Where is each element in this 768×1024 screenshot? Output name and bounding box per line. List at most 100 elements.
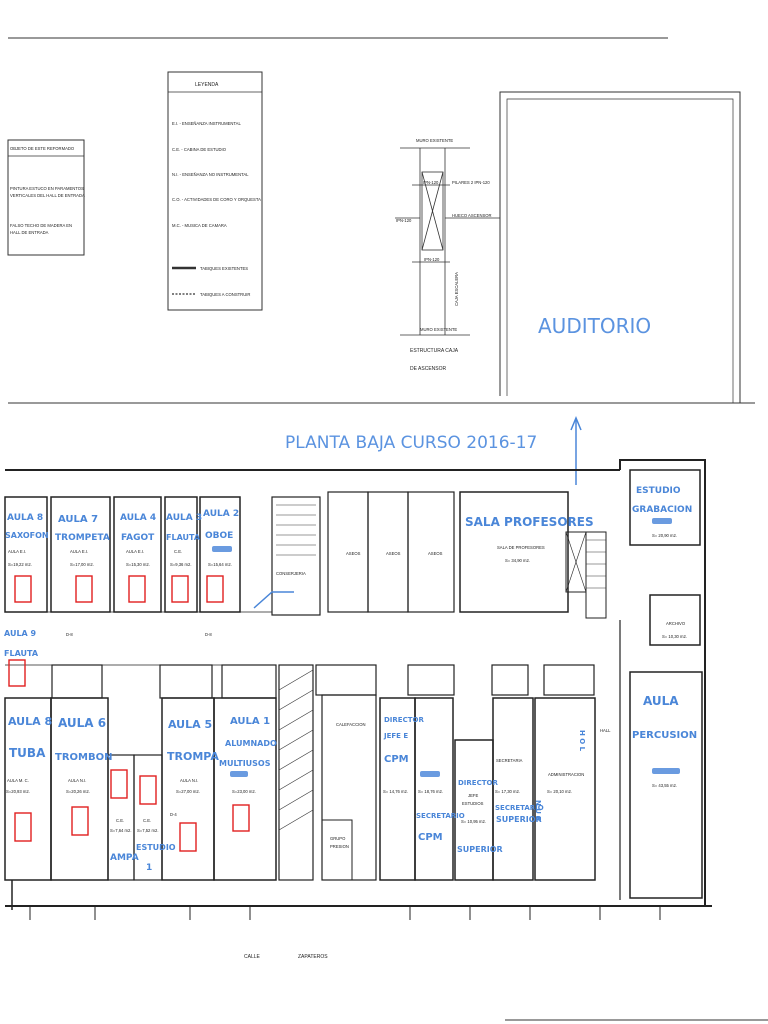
room-area: S=17,00 m2. (70, 562, 94, 567)
room-name: AULA 8 (7, 513, 43, 523)
jefe-label: ESTUDIOS (462, 801, 484, 806)
room-name: OBOE (205, 531, 233, 541)
marker-square (232, 804, 250, 832)
director-handwritten: DIRECTOR (384, 716, 424, 724)
room-name: SAXOFON (5, 531, 49, 540)
project-note-line: HALL DE ENTRADA (10, 230, 49, 235)
archivo-label: ARCHIVO (666, 621, 686, 626)
stair-steps (276, 504, 606, 589)
door-label: D-8 (205, 632, 212, 637)
printed-labels: AULA E.I. S=19,22 m2. AULA E.I. S=17,00 … (6, 533, 687, 960)
aula-percusion: AULA (643, 694, 679, 708)
marker-square (206, 575, 224, 603)
elevator-caption: DE ASCENSOR (410, 366, 447, 372)
secretario-handwritten: CPM (418, 832, 443, 843)
secretario-superior: SUPERIOR (496, 815, 542, 824)
room-area: S=27,00 m2. (176, 789, 200, 794)
room-area: S=20,26 m2. (66, 789, 90, 794)
marker-square (128, 575, 146, 603)
grupo-label: GRUPO (330, 836, 346, 841)
elevator-wall-top: MURO EXISTENTE (416, 138, 453, 143)
aula-percusion: PERCUSION (632, 730, 697, 741)
ce-area: S=7,64 m2. (110, 828, 132, 833)
aseos-label: ASEOS (428, 551, 443, 556)
room-name: TROMBON (55, 752, 112, 763)
admin-area: S= 20,10 m2. (547, 789, 572, 794)
conserjeria-label: CONSERJERIA (276, 571, 306, 576)
room-name: AULA 1 (230, 716, 270, 727)
aseos-label: ASEOS (386, 551, 401, 556)
room-name: TROMPETA (55, 533, 110, 543)
secretaria-label: SECRETARIA (496, 758, 523, 763)
marker-square (179, 822, 197, 852)
estudio-small: ESTUDIO (136, 843, 176, 852)
building-walls (4, 459, 712, 920)
handwritten-labels: AULA 8 SAXOFON AULA 7 TROMPETA AULA 4 FA… (4, 486, 697, 873)
legend-wall-new: TABIQUES A CONSTRUIR (200, 292, 250, 297)
elevator-stair-label: CAJA ESCALERA (454, 272, 459, 306)
elevator-caption: ESTRUCTURA CAJA (410, 348, 459, 354)
room-area: S=9,36 m2. (170, 562, 192, 567)
percusion-area: S= 43,55 m2. (652, 783, 677, 788)
grupo-label: PRESION (330, 844, 349, 849)
marker-square (110, 769, 128, 799)
marker-square (71, 806, 89, 836)
street-label: CALLE (244, 954, 261, 960)
page-frame (8, 37, 755, 404)
mid-area: S= 18,76 m2. (418, 789, 443, 794)
entrance-hatch (278, 669, 314, 831)
project-note-line: VERTICALES DEL HALL DE ENTRADA (10, 193, 85, 198)
room-name: AULA 7 (58, 514, 98, 525)
legend-title: LEYENDA (195, 82, 219, 88)
project-note: OBJETO DE ESTE REFORMADO PINTURA ESTUCO … (7, 139, 85, 256)
legend-item: C.O. - ACTIVIDADES DE CORO Y ORQUESTA (172, 197, 261, 202)
director-handwritten: JEFE E (383, 732, 408, 740)
administracion-label: ADMINISTRACION (548, 772, 584, 777)
sala-profesores-printed: SALA DE PROFESORES (497, 545, 545, 550)
project-note-line: PINTURA ESTUCO EN PARAMENTOS (10, 186, 84, 191)
project-note-title: OBJETO DE ESTE REFORMADO (10, 146, 75, 151)
marker-square (139, 775, 157, 805)
legend: LEYENDA E.I. - ENSEÑANZA INSTRUMENTAL C.… (167, 71, 263, 311)
room-type: AULA N.I. (180, 778, 198, 783)
marker-square (75, 575, 93, 603)
secretario-handwritten: SECRETARIO (416, 812, 465, 820)
auditorio-label: AUDITORIO (538, 314, 651, 338)
project-note-line: FALSO TECHO DE MADERA EN (10, 223, 72, 228)
room-name: AULA 4 (120, 513, 156, 523)
room-type: AULA N.I. (68, 778, 86, 783)
street-name: ZAPATEROS (298, 954, 328, 960)
room-type: AULA E.I. (70, 549, 88, 554)
sala-profesores-handwritten: SALA PROFESORES (465, 515, 594, 529)
handwritten-arrow (253, 591, 294, 609)
door-label: D-8 (66, 632, 73, 637)
secretario-superior: SECRETARIO (495, 804, 544, 812)
ampa-label: AMPA (110, 853, 139, 863)
legend-wall-existing: TABIQUES EXISTENTES (200, 266, 248, 271)
arrow-up-icon (570, 416, 582, 485)
room-area: S=15,64 m2. (208, 562, 232, 567)
room-area: S=15,30 m2. (126, 562, 150, 567)
marker-square (14, 575, 32, 603)
room-name: FLAUTA (166, 533, 201, 542)
legend-item: M.C. - MUSICA DE CAMARA (172, 223, 227, 228)
jefe-area: S= 10,95 m2. (461, 819, 486, 824)
estudio-area: S= 20,90 m2. (652, 533, 677, 538)
aula-flauta: AULA 9 (4, 629, 37, 638)
secretaria-area: S= 17,30 m2. (495, 789, 520, 794)
room-name: FAGOT (121, 533, 155, 543)
room-type: C.E. (174, 549, 182, 554)
elevator-labels: MURO EXISTENTE IPN-120 PILARES 2 IPN-120… (396, 138, 492, 372)
plan-title: PLANTA BAJA CURSO 2016-17 (285, 433, 537, 453)
legend-item: C.E. - CABINA DE ESTUDIO (172, 147, 227, 152)
room-name: MULTIUSOS (219, 759, 271, 768)
calefaccion-label: CALEFACCION (336, 722, 366, 727)
estudio-handwritten: GRABACION (632, 505, 692, 515)
jefe-label: JEFE (468, 793, 478, 798)
sala-area: S= 34,90 m2. (505, 558, 530, 563)
room-name: AULA 5 (168, 718, 212, 731)
door-label: D-4 (170, 812, 177, 817)
marker-square (171, 575, 189, 603)
ce-label: C.E. (143, 818, 151, 823)
